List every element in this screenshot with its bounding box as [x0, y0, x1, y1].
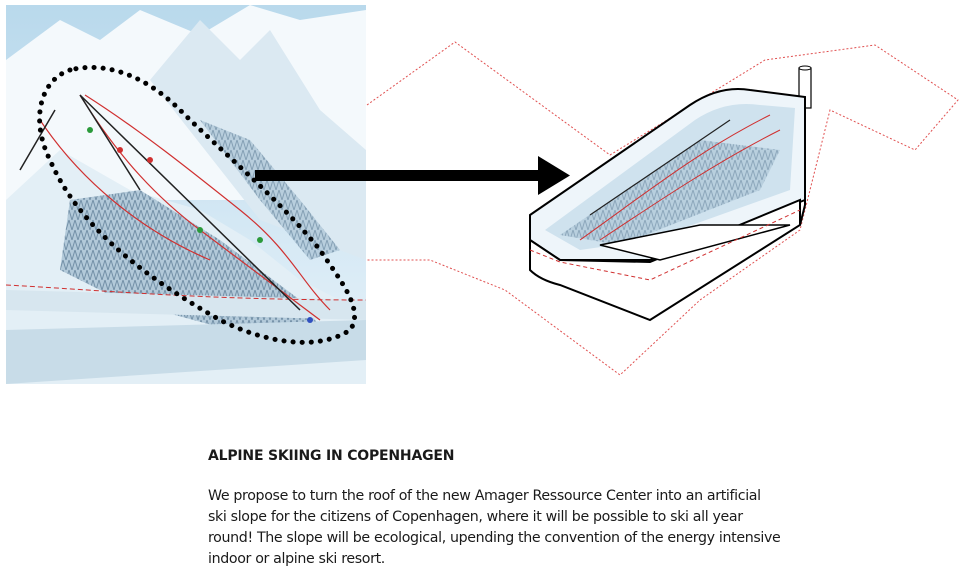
- dotted-slope-boundary: [37, 64, 357, 345]
- description-line: ski slope for the citizens of Copenhagen…: [208, 509, 743, 525]
- building-ski-slope: [529, 65, 812, 322]
- description-line: indoor or alpine ski resort.: [208, 551, 385, 567]
- description-line: round! The slope will be ecological, upe…: [208, 530, 781, 546]
- diagram-artwork: [5, 5, 959, 384]
- section-heading: ALPINE SKIING IN COPENHAGEN: [208, 448, 455, 464]
- description-line: We propose to turn the roof of the new A…: [208, 488, 761, 504]
- site-outline: [366, 41, 959, 376]
- arrow-icon: [255, 156, 570, 195]
- alpine-ski-map: [5, 5, 367, 384]
- description-paragraph: We propose to turn the roof of the new A…: [208, 486, 781, 570]
